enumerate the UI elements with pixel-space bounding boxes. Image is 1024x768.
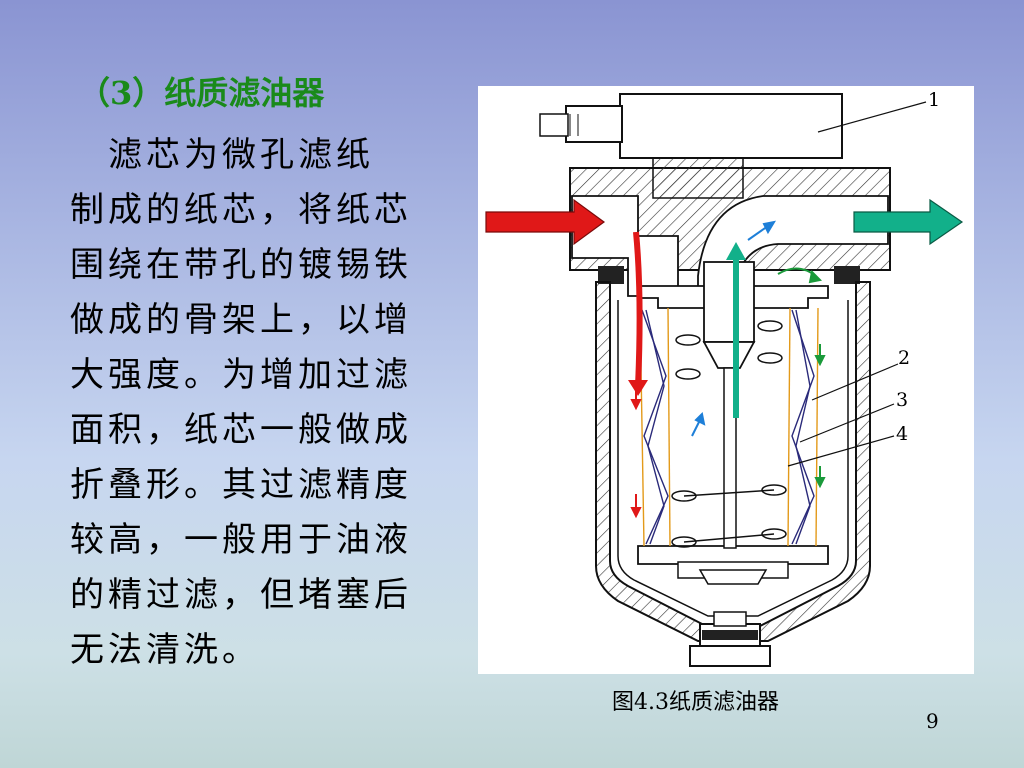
body-line: 面积，纸芯一般做成 bbox=[70, 410, 412, 450]
left-fitting bbox=[565, 105, 623, 143]
filter-bowl bbox=[595, 281, 871, 642]
body-line: 围绕在带孔的镀锡铁 bbox=[70, 245, 412, 285]
right-seal bbox=[834, 266, 860, 284]
spring bbox=[671, 320, 787, 548]
element-bottom-cap bbox=[637, 545, 829, 565]
paper-element-right bbox=[787, 307, 819, 547]
body-line: 的精过滤，但堵塞后 bbox=[70, 575, 412, 615]
body-line: 较高，一般用于油液 bbox=[70, 520, 412, 560]
body-line: 滤芯为微孔滤纸 bbox=[70, 135, 374, 175]
small-blue-arrows bbox=[691, 220, 777, 437]
paper-element-left bbox=[639, 307, 671, 547]
filter-cross-section: 1 2 3 4 bbox=[485, 89, 964, 667]
small-green-arrows bbox=[777, 267, 826, 489]
left-seal bbox=[598, 266, 624, 284]
callout-4: 4 bbox=[896, 423, 908, 445]
inlet-arrow bbox=[485, 198, 606, 246]
body-line: 无法清洗。 bbox=[70, 630, 260, 670]
body-line: 大强度。为增加过滤 bbox=[70, 355, 412, 395]
body-paragraph: 滤芯为微孔滤纸 制成的纸芯，将纸芯 围绕在带孔的镀锡铁 做成的骨架上，以增 大强… bbox=[70, 128, 462, 678]
filter-diagram: 1 2 3 4 bbox=[478, 86, 974, 674]
small-red-arrows bbox=[630, 386, 642, 519]
body-line: 制成的纸芯，将纸芯 bbox=[70, 190, 412, 230]
leader-lines bbox=[787, 101, 927, 467]
center-tube bbox=[703, 261, 755, 343]
outlet-arrow bbox=[853, 198, 964, 246]
inlet-flow-arrow bbox=[633, 231, 643, 387]
callout-2: 2 bbox=[898, 347, 910, 369]
figure-caption: 图4.3纸质滤油器 bbox=[612, 690, 779, 715]
body-line: 做成的骨架上，以增 bbox=[70, 300, 412, 340]
callout-3: 3 bbox=[896, 389, 908, 411]
slide-title: （3）纸质滤油器 bbox=[78, 74, 325, 112]
body-line: 折叠形。其过滤精度 bbox=[70, 465, 412, 505]
top-cover-block bbox=[619, 93, 843, 159]
page-number: 9 bbox=[926, 709, 939, 733]
callout-1: 1 bbox=[928, 89, 940, 111]
